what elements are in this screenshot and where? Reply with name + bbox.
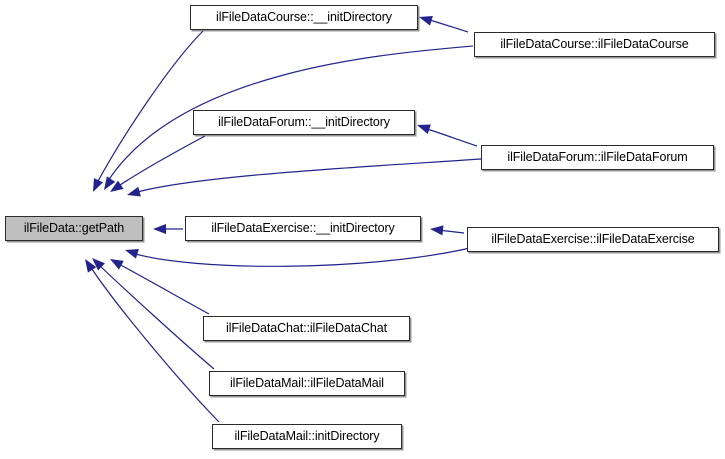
edge-forum-ctor-to-forum-init xyxy=(417,124,478,147)
arrowhead-icon xyxy=(110,180,124,192)
graph-node-mail_init[interactable]: ilFileDataMail::initDirectory xyxy=(212,424,402,449)
graph-node-chat_ctor[interactable]: ilFileDataChat::ilFileDataChat xyxy=(203,316,410,341)
arrowhead-icon xyxy=(419,16,433,26)
edge-exercise-init-to-getpath xyxy=(153,224,183,234)
edge-exercise-ctor-to-exercise-init xyxy=(430,225,465,236)
arrowhead-icon xyxy=(85,259,97,273)
edge-chat-ctor-to-getpath xyxy=(110,259,210,315)
graph-node-forum_ctor[interactable]: ilFileDataForum::ilFileDataForum xyxy=(481,145,714,170)
graph-node-forum_init[interactable]: ilFileDataForum::__initDirectory xyxy=(193,110,415,135)
arrowhead-icon xyxy=(430,225,444,236)
graph-node-label: ilFileData::getPath xyxy=(23,221,125,236)
graph-node-label: ilFileDataCourse::__initDirectory xyxy=(216,10,392,25)
graph-node-exercise_init[interactable]: ilFileDataExercise::__initDirectory xyxy=(185,216,421,241)
arrowhead-icon xyxy=(153,224,166,234)
arrowhead-icon xyxy=(110,259,124,270)
graph-node-label: ilFileDataExercise::ilFileDataExercise xyxy=(491,232,695,247)
edge-forum-ctor-to-getpath xyxy=(127,158,482,197)
graph-node-exercise_ctor[interactable]: ilFileDataExercise::ilFileDataExercise xyxy=(467,227,719,252)
arrowhead-icon xyxy=(93,178,104,192)
arrowhead-icon xyxy=(125,249,139,259)
graph-node-label: ilFileDataForum::ilFileDataForum xyxy=(507,150,688,165)
graph-node-course_ctor[interactable]: ilFileDataCourse::ilFileDataCourse xyxy=(474,32,715,57)
arrowhead-icon xyxy=(92,258,105,271)
graph-node-getpath[interactable]: ilFileData::getPath xyxy=(5,216,143,241)
arrowhead-icon xyxy=(417,124,431,134)
graph-node-course_init[interactable]: ilFileDataCourse::__initDirectory xyxy=(190,5,418,30)
graph-node-label: ilFileDataChat::ilFileDataChat xyxy=(226,321,387,336)
graph-node-label: ilFileDataMail::ilFileDataMail xyxy=(230,376,384,391)
graph-node-label: ilFileDataCourse::ilFileDataCourse xyxy=(500,37,689,52)
graph-node-label: ilFileDataMail::initDirectory xyxy=(234,429,380,444)
graph-node-mail_ctor[interactable]: ilFileDataMail::ilFileDataMail xyxy=(209,371,405,396)
arrowhead-icon xyxy=(104,176,116,190)
edge-course-ctor-to-course-init xyxy=(419,16,469,33)
arrowhead-icon xyxy=(127,186,141,197)
edge-mail-ctor-to-getpath xyxy=(92,258,215,370)
edge-course-init-to-getpath xyxy=(93,30,204,192)
graph-node-label: ilFileDataForum::__initDirectory xyxy=(218,115,390,130)
edge-forum-init-to-getpath xyxy=(110,135,206,192)
graph-node-label: ilFileDataExercise::__initDirectory xyxy=(211,221,395,236)
edge-exercise-ctor-to-getpath xyxy=(125,247,471,267)
edge-mail-init-to-getpath xyxy=(85,259,220,423)
